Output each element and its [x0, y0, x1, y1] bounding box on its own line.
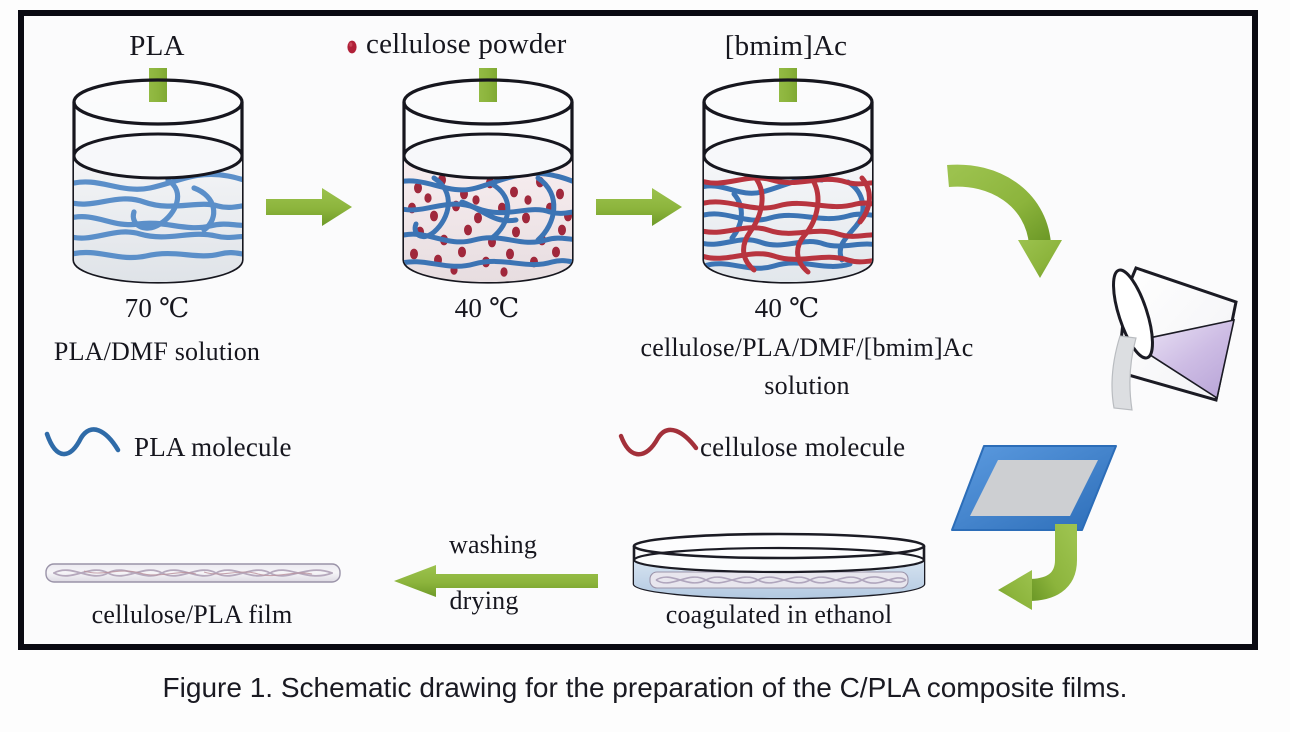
beaker-3-temperature: 40 ℃ — [754, 293, 820, 323]
input-label-bmimac: [bmim]Ac — [724, 30, 848, 62]
beaker-1-temperature: 70 ℃ — [124, 293, 190, 323]
blue-wave-icon — [44, 427, 122, 462]
figure-caption: Figure 1. Schematic drawing for the prep… — [162, 672, 1128, 703]
red-dot-icon — [345, 38, 359, 56]
washing-drying-arrow — [392, 564, 598, 598]
legend-label-pla-molecule: PLA molecule — [134, 432, 292, 462]
beaker-3-caption-line1: cellulose/PLA/DMF/[bmim]Ac — [640, 333, 974, 362]
petri-dish — [628, 532, 930, 606]
flow-arrow-2 — [596, 186, 684, 230]
beaker-3 — [698, 78, 878, 286]
flow-arrow-1 — [266, 186, 354, 230]
coagulation-label: coagulated in ethanol — [665, 600, 893, 629]
pouring-beaker — [1080, 258, 1258, 436]
casting-glass-plate — [948, 442, 1120, 536]
beaker-1-caption: PLA/DMF solution — [53, 337, 261, 366]
beaker-2-temperature: 40 ℃ — [454, 293, 520, 323]
beaker-1 — [68, 78, 248, 286]
input-label-cellulose-powder: cellulose powder — [366, 28, 567, 60]
legend-label-cellulose-molecule: cellulose molecule — [700, 432, 906, 462]
input-label-pla: PLA — [129, 30, 185, 62]
curved-arrow-to-casting — [944, 162, 1080, 286]
drying-label: drying — [449, 586, 519, 615]
red-wave-icon — [618, 427, 700, 462]
washing-label: washing — [448, 530, 538, 559]
curved-arrow-to-coagulation — [994, 520, 1112, 616]
beaker-3-caption-line2: solution — [764, 371, 850, 400]
final-film-strip — [44, 556, 342, 590]
beaker-2 — [398, 78, 578, 286]
final-film-label: cellulose/PLA film — [91, 600, 293, 629]
